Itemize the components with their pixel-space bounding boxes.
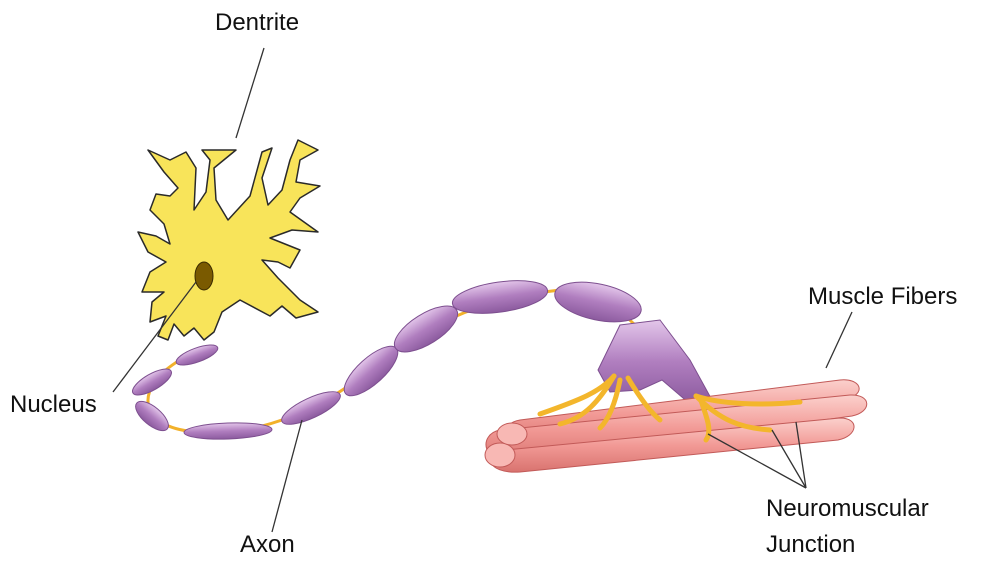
myelin-segment xyxy=(337,339,405,404)
nmj-label-line2: Junction xyxy=(766,531,855,558)
myelin-segment xyxy=(278,385,344,430)
axon-label: Axon xyxy=(240,531,295,558)
myelin-segment xyxy=(131,396,173,436)
muscle-fibers-leader xyxy=(826,312,852,368)
muscle-fibers-label: Muscle Fibers xyxy=(808,283,957,310)
myelin-segment xyxy=(388,297,465,361)
nucleus-shape xyxy=(195,262,213,290)
muscle-fiber-end xyxy=(485,443,515,467)
dendrites-shape xyxy=(138,140,320,340)
axon-leader xyxy=(272,420,302,532)
myelin-segment xyxy=(450,275,549,318)
myelin-segment xyxy=(129,364,175,400)
muscle-fibers-shape xyxy=(485,380,867,472)
myelin-segment xyxy=(184,421,273,440)
muscle-fiber-end xyxy=(497,423,527,445)
cell-body xyxy=(138,140,320,340)
myelin-segment xyxy=(174,341,220,369)
nucleus-label: Nucleus xyxy=(10,391,97,418)
nmj-label-line1: Neuromuscular xyxy=(766,495,929,522)
dendrite-label: Dentrite xyxy=(215,9,299,36)
dendrite-leader xyxy=(236,48,264,138)
